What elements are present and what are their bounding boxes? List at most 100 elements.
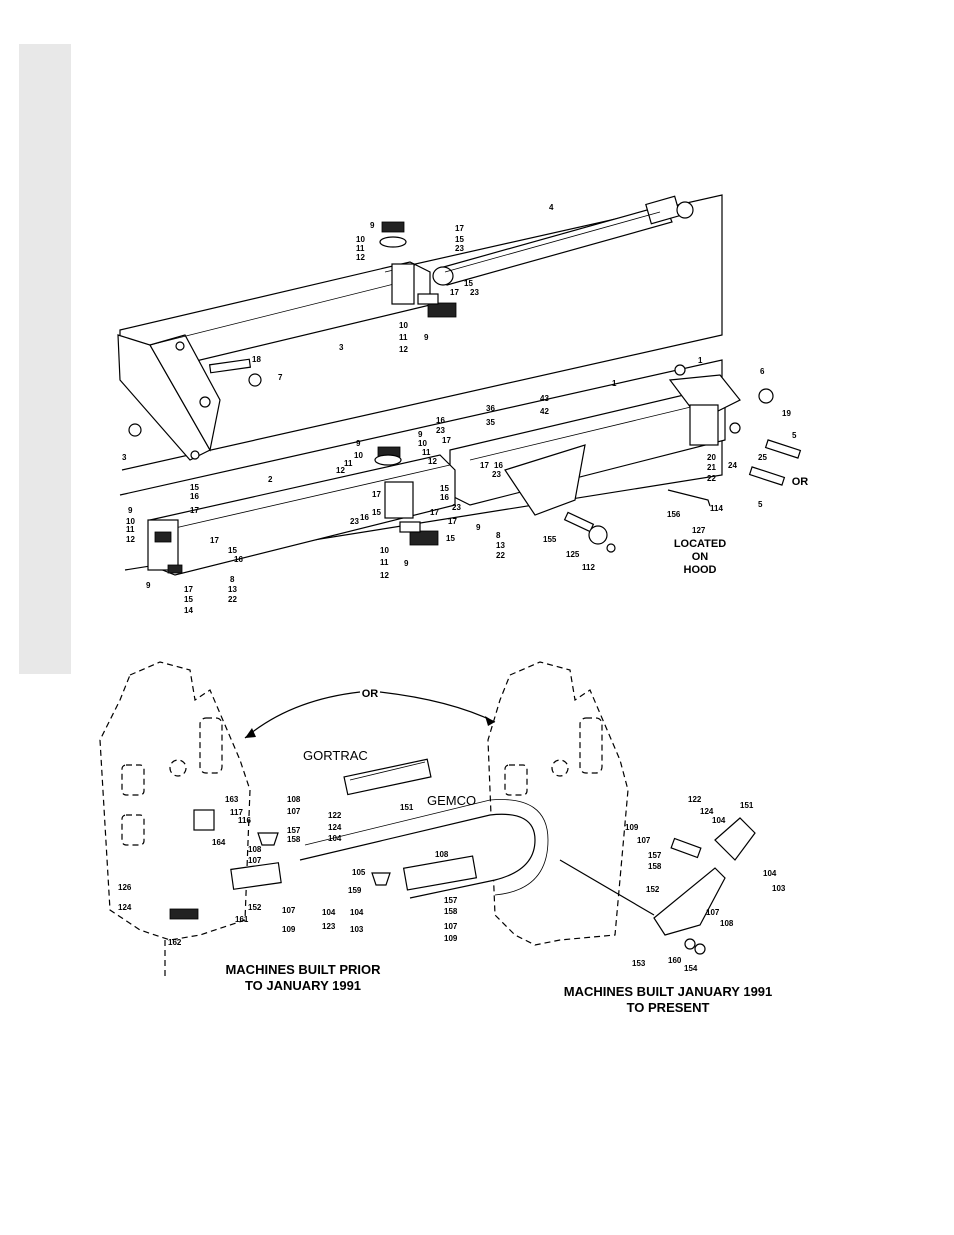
callout: 43 xyxy=(540,394,549,403)
callout: 104 xyxy=(322,908,336,917)
callout: 15 xyxy=(190,483,199,492)
lower-boom-right xyxy=(449,364,774,516)
callout: 2 xyxy=(268,475,273,484)
callout: 159 xyxy=(348,886,362,895)
callout: 10 xyxy=(399,321,408,330)
wear-pad-upper-1 xyxy=(381,221,405,233)
callout: 35 xyxy=(486,418,495,427)
callout: 104 xyxy=(712,816,726,825)
callout: 107 xyxy=(444,922,458,931)
callout: 13 xyxy=(228,585,237,594)
callout: 126 xyxy=(118,883,132,892)
callout: 151 xyxy=(740,801,754,810)
callout: 108 xyxy=(720,919,734,928)
callout: 114 xyxy=(710,504,723,513)
callout: 104 xyxy=(350,908,364,917)
callout: 160 xyxy=(668,956,682,965)
upper-exploded-view: 4 9 10 11 12 17 15 23 15 23 17 10 11 12 … xyxy=(117,194,808,615)
callout: 10 xyxy=(354,451,363,460)
callout: 17 xyxy=(372,490,381,499)
callout: 12 xyxy=(428,457,437,466)
callout: 107 xyxy=(282,906,296,915)
clip-157 xyxy=(257,832,279,846)
bracket-162 xyxy=(169,908,199,920)
callout: 4 xyxy=(549,203,554,212)
clip-159 xyxy=(371,872,391,886)
callout: 153 xyxy=(632,959,646,968)
located-label: HOOD xyxy=(684,564,717,576)
callout: 116 xyxy=(238,816,251,825)
callout: 20 xyxy=(707,453,716,462)
callout: 16 xyxy=(360,513,369,522)
callout: 107 xyxy=(706,908,720,917)
located-label: LOCATED xyxy=(674,538,726,550)
callout: 163 xyxy=(225,795,239,804)
callout: 15 xyxy=(455,235,464,244)
callout: 17 xyxy=(184,585,193,594)
callout: 3 xyxy=(122,453,127,462)
left-mast-outline xyxy=(99,661,251,980)
callout: 154 xyxy=(684,964,698,973)
or-arrow-right xyxy=(379,691,496,723)
callout: 17 xyxy=(190,506,199,515)
callout: 12 xyxy=(126,535,135,544)
callout: 124 xyxy=(700,807,714,816)
gemco-label: GEMCO xyxy=(427,793,476,808)
callout: 13 xyxy=(496,541,505,550)
callout: 125 xyxy=(566,550,580,559)
callout: 7 xyxy=(278,373,283,382)
callout: 104 xyxy=(763,869,777,878)
callout: 11 xyxy=(126,525,135,534)
callout: 8 xyxy=(230,575,235,584)
callout: 11 xyxy=(356,244,365,253)
callout: 127 xyxy=(692,526,706,535)
callout: 10 xyxy=(126,517,135,526)
callout: 108 xyxy=(287,795,301,804)
callout: 152 xyxy=(646,885,660,894)
callout: 18 xyxy=(252,355,261,364)
callout: 15 xyxy=(440,484,449,493)
callout: 17 xyxy=(210,536,219,545)
pin-18 xyxy=(208,358,262,387)
callout: 122 xyxy=(688,795,702,804)
callout: 16 xyxy=(190,492,199,501)
caption-prior-line1: MACHINES BUILT PRIOR xyxy=(225,962,381,977)
callout: 158 xyxy=(444,907,458,916)
callout: 12 xyxy=(336,466,345,475)
washer-125 xyxy=(588,525,608,545)
bracket-163 xyxy=(193,809,215,831)
callout: 122 xyxy=(328,811,342,820)
callout: 164 xyxy=(212,838,226,847)
callout: 11 xyxy=(344,459,353,468)
nut-112 xyxy=(606,543,616,553)
callout: 12 xyxy=(380,571,389,580)
callout: 107 xyxy=(287,807,301,816)
callout: 155 xyxy=(543,535,557,544)
page-margin-bar xyxy=(19,44,71,674)
bracket-assembly-new xyxy=(559,817,756,955)
callout: 1 xyxy=(698,356,703,365)
callout: 12 xyxy=(356,253,365,262)
callout: 17 xyxy=(448,517,457,526)
or-label-lower: OR xyxy=(362,688,379,700)
or-arrow-left xyxy=(244,691,361,739)
or-arrowhead-right xyxy=(485,716,495,726)
callout: 22 xyxy=(228,595,237,604)
callout: 109 xyxy=(444,934,458,943)
callout: 17 xyxy=(480,461,489,470)
callout: 5 xyxy=(792,431,797,440)
callout: 9 xyxy=(146,581,151,590)
callout: 9 xyxy=(370,221,375,230)
lower-boom-left xyxy=(147,446,456,576)
callout: 117 xyxy=(230,808,243,817)
callout: 6 xyxy=(760,367,765,376)
callout: 8 xyxy=(496,531,501,540)
bracket-152-left xyxy=(230,862,282,890)
callout: 15 xyxy=(446,534,455,543)
callout: 22 xyxy=(496,551,505,560)
callout: 162 xyxy=(168,938,182,947)
callout: 108 xyxy=(435,850,449,859)
callout: 16 xyxy=(436,416,445,425)
callout: 11 xyxy=(399,333,408,342)
callout: 25 xyxy=(758,453,767,462)
